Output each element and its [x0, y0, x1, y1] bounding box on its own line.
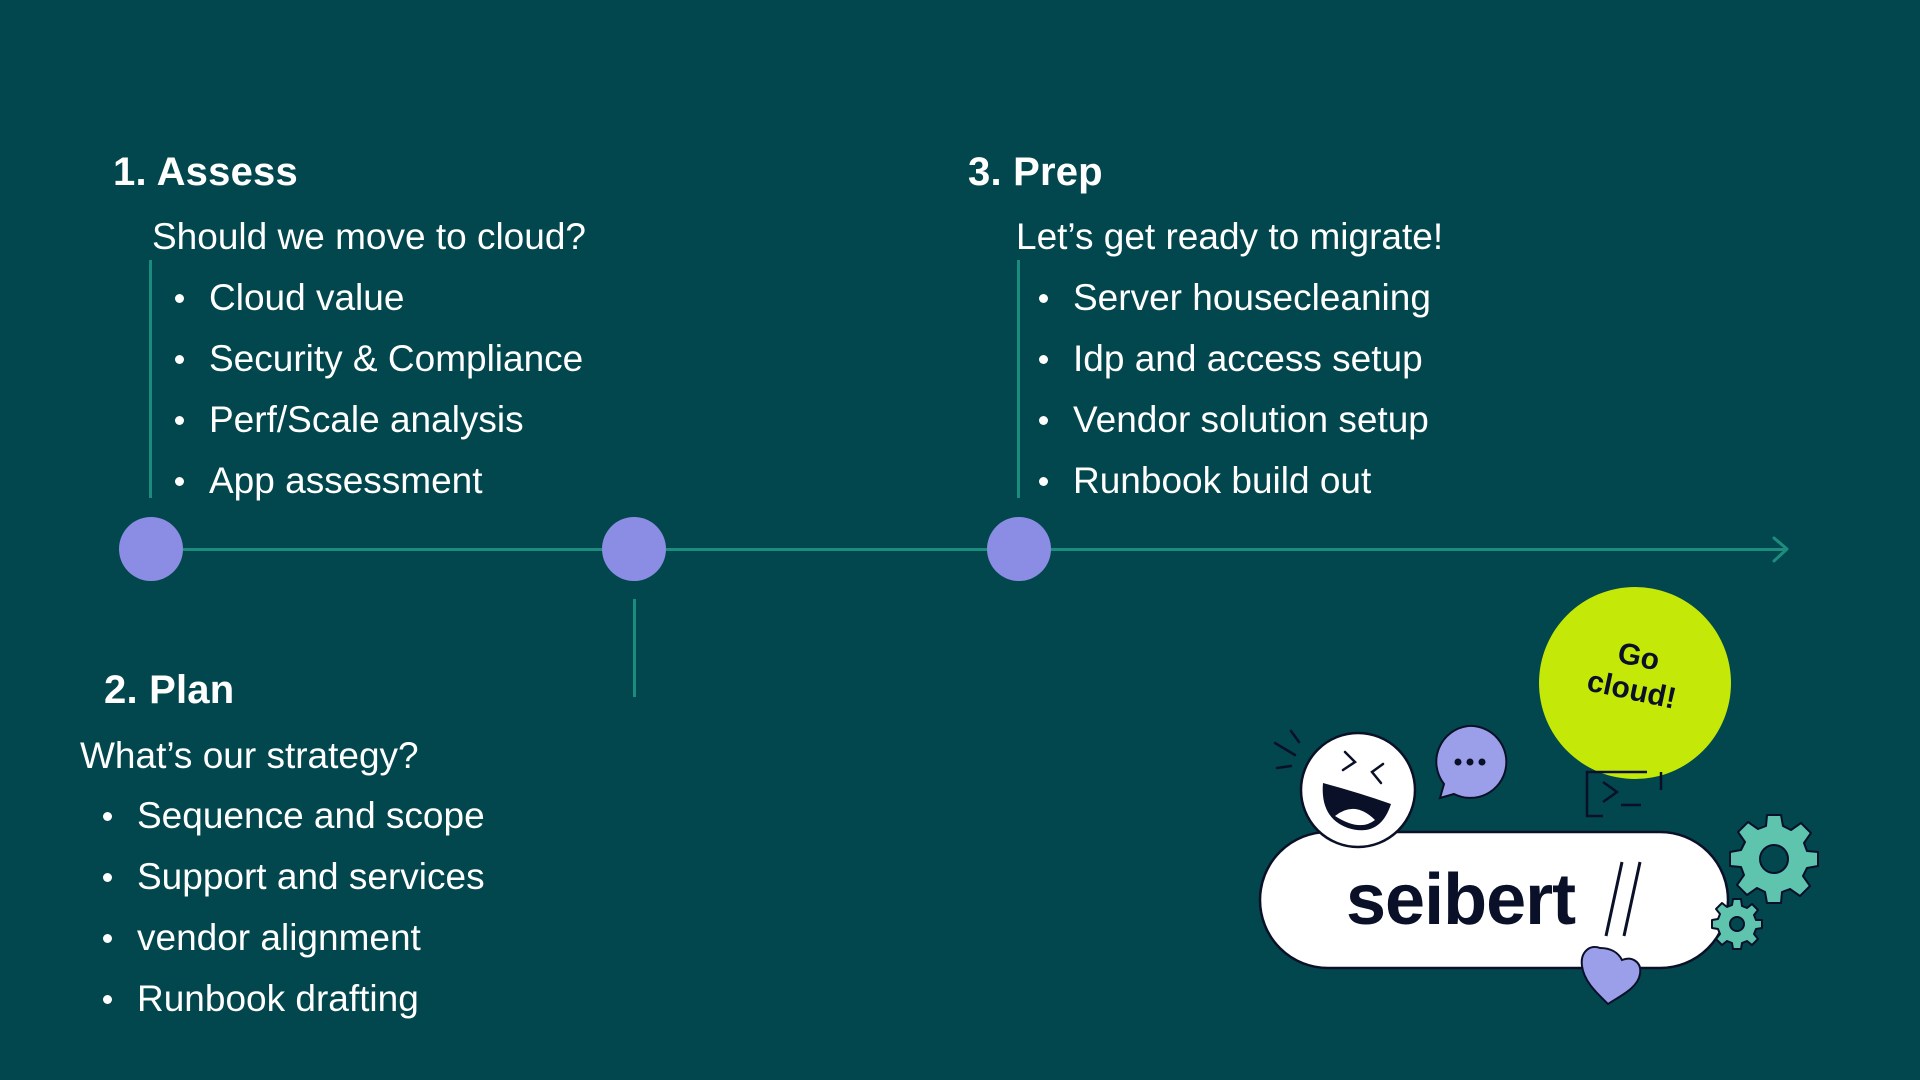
bullet-icon	[103, 934, 112, 943]
gear-icon	[1729, 814, 1819, 904]
laughing-face-icon	[1273, 729, 1417, 849]
phase-heading: 2. Plan	[104, 668, 235, 712]
timeline-arrowhead-icon	[1772, 536, 1789, 563]
heart-icon	[1580, 946, 1642, 1006]
bullet-icon	[103, 995, 112, 1004]
phase-connector-line	[1017, 260, 1020, 498]
timeline-node-prep[interactable]	[987, 517, 1051, 581]
timeline-axis	[151, 548, 1787, 551]
phase-connector-line	[633, 599, 636, 697]
phase-subtitle: Let’s get ready to migrate!	[1016, 216, 1444, 257]
phase-connector-line	[149, 260, 152, 498]
bullet-icon	[1039, 355, 1048, 364]
bullet-icon	[1039, 294, 1048, 303]
logo-slashes-icon	[1604, 861, 1642, 937]
bullet-icon	[175, 294, 184, 303]
go-cloud-badge	[1539, 587, 1731, 779]
timeline-node-assess[interactable]	[119, 517, 183, 581]
seibert-logo: seibert	[1346, 860, 1576, 940]
bullet-icon	[175, 355, 184, 364]
bullet-icon	[1039, 416, 1048, 425]
phase-heading: 1. Assess	[113, 150, 298, 194]
timeline-node-plan[interactable]	[602, 517, 666, 581]
terminal-icon	[1585, 770, 1663, 818]
bullet-icon	[103, 873, 112, 882]
bullet-icon	[175, 477, 184, 486]
phase-subtitle: What’s our strategy?	[80, 735, 419, 776]
logo-pill	[1258, 830, 1730, 970]
gear-small-icon	[1711, 898, 1763, 950]
phase-heading: 3. Prep	[968, 150, 1103, 194]
bullet-icon	[175, 416, 184, 425]
bullet-icon	[103, 812, 112, 821]
phase-subtitle: Should we move to cloud?	[152, 216, 586, 257]
speech-bubble-icon	[1435, 724, 1508, 800]
bullet-icon	[1039, 477, 1048, 486]
